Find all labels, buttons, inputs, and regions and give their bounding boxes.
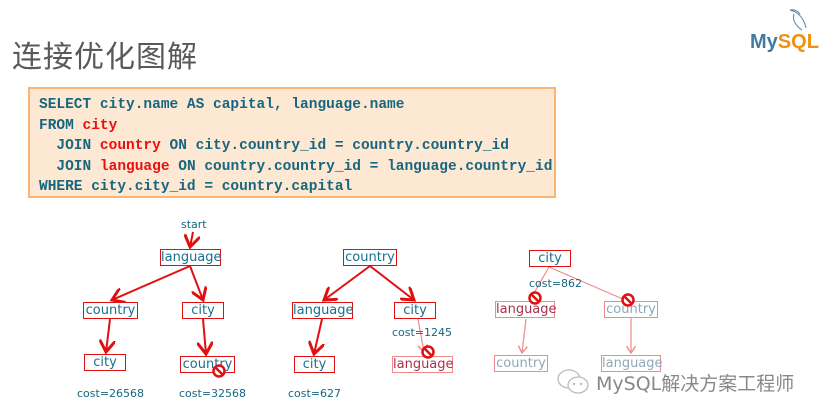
wechat-icon [557,369,589,394]
arrow [203,318,206,354]
sql-table-city: city [82,117,118,134]
tree3-root-node: city [529,250,571,267]
sql-join: JOIN [39,158,100,175]
tree3-left-node: language [495,301,557,318]
prohibited-icon [621,293,635,307]
sql-table-country: country [99,138,161,154]
sql-line-2: FROM city [39,116,554,137]
tree2-root-node: country [343,249,397,266]
tree1-right-child-node: country [180,356,235,373]
arrow [314,318,322,354]
tree3-right-child-node: language [601,355,663,372]
sql-from: FROM [39,117,83,134]
prohibited-icon [212,364,226,378]
tree2-left-node: language [292,302,354,319]
cost-label: cost=32568 [179,387,247,400]
arrow [112,265,191,300]
logo-my: My [750,31,778,53]
tree1-left-child-node: city [84,354,126,371]
watermark: MySQL解决方案工程师 [556,368,794,396]
cost-label: cost=1245 [392,326,453,339]
tree3-left-child-node: country [494,355,548,372]
cost-label: cost=26568 [77,387,145,400]
watermark-text: MySQL解决方案工程师 [596,372,795,395]
tree1-left-node: country [83,302,138,319]
sql-on-clause: ON country.country_id = language.country… [169,158,553,175]
arrow [106,318,110,352]
sql-join: JOIN [39,138,100,154]
sql-line-5: WHERE city.city_id = country.capital [39,179,353,195]
prohibited-icon [528,291,542,305]
tree2-right-node: city [394,302,436,319]
dolphin-icon [789,9,807,31]
prohibited-icon [421,345,435,359]
sql-line-3: JOIN country ON city.country_id = countr… [39,136,554,157]
tree2-left-child-node: city [294,356,335,373]
page-title: 连接优化图解 [12,40,198,75]
tree3-right-node: country [604,301,658,318]
logo-sql: SQL [777,31,819,53]
arrow [189,265,203,300]
tree1-right-node: city [182,302,224,319]
start-label: start [181,218,207,231]
arrow [190,231,193,247]
arrow [522,318,526,353]
sql-line-1: SELECT city.name AS capital, language.na… [39,97,405,113]
mysql-logo: MySQL [746,6,819,56]
tree2-right-child-node: language [392,356,454,373]
tree1-root-node: language [160,249,222,266]
sql-query-box: SELECT city.name AS capital, language.na… [28,87,556,198]
arrow [417,318,424,352]
arrow [324,265,371,300]
sql-table-language: language [99,158,170,175]
sql-on-clause: ON city.country_id = country.country_id [160,138,509,154]
cost-label: cost=627 [288,387,342,400]
arrow [369,265,414,300]
cost-label: cost=862 [529,277,583,290]
arrow [548,266,626,301]
sql-line-4: JOIN language ON country.country_id = la… [39,157,554,178]
